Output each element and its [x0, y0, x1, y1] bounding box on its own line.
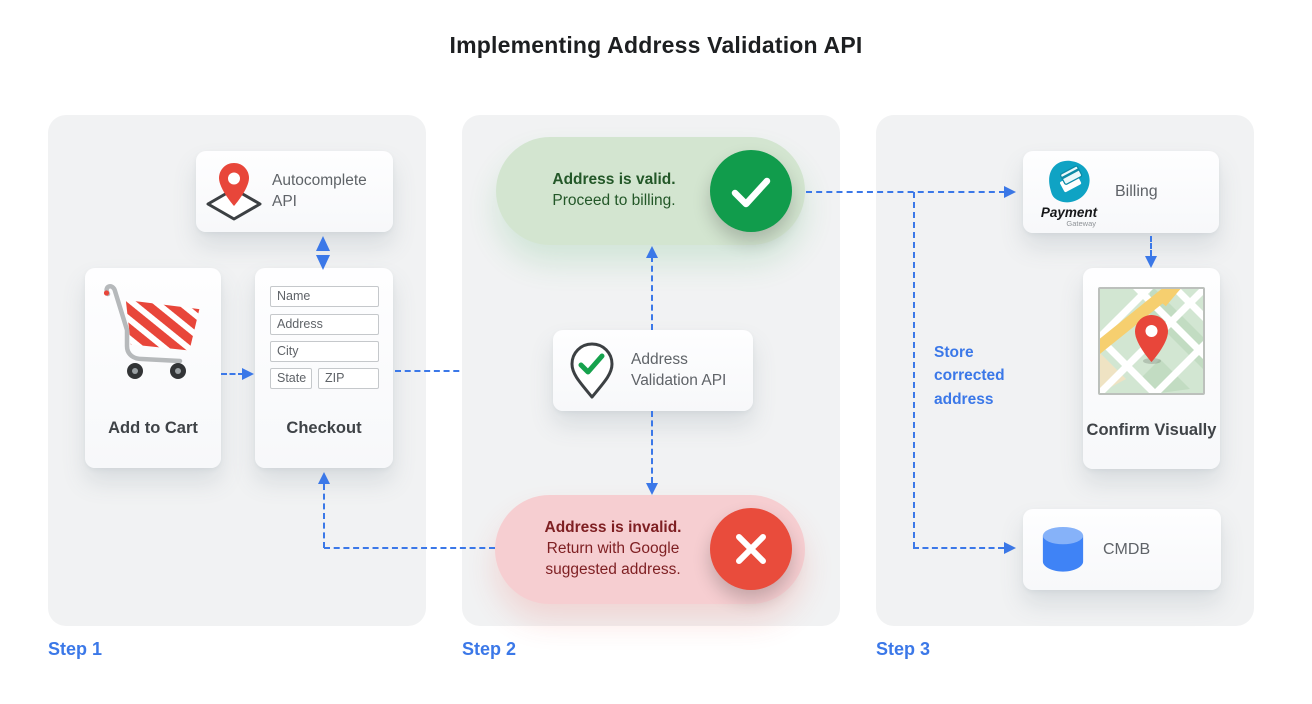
checkout-node: Name Address City State ZIP Checkout — [255, 268, 393, 468]
connector-valid-to-billing — [806, 191, 1005, 193]
arrowhead-right-icon — [1004, 542, 1016, 554]
confirm-visually-label: Confirm Visually — [1086, 421, 1217, 439]
map-thumbnail — [1098, 287, 1205, 395]
step3-label: Step 3 — [876, 639, 931, 659]
arrowhead-up-icon — [318, 472, 330, 484]
connector-invalid-return-h — [324, 547, 495, 549]
address-valid-subtitle: Proceed to billing. — [552, 192, 676, 209]
connector-validation-to-invalid — [651, 411, 653, 483]
address-invalid-text: Address is invalid. Return with Google s… — [513, 518, 713, 580]
connector-validation-to-valid — [651, 256, 653, 330]
arrowhead-up-icon — [646, 246, 658, 258]
arrowhead-down-icon — [646, 483, 658, 495]
address-invalid-title: Address is invalid. — [544, 519, 682, 537]
sync-arrows-icon — [316, 236, 330, 270]
checkout-label: Checkout — [286, 419, 362, 437]
step2-label: Step 2 — [462, 639, 517, 659]
connector-cart-to-checkout — [221, 373, 244, 375]
address-valid-title: Address is valid. — [552, 171, 676, 189]
validation-pin-icon — [553, 342, 631, 400]
cmdb-node: CMDB — [1023, 509, 1221, 590]
address-validation-api-label: Address Validation API — [631, 351, 727, 389]
autocomplete-pin-icon — [196, 162, 272, 222]
page-title: Implementing Address Validation API — [449, 32, 863, 58]
connector-billing-to-confirm — [1150, 236, 1152, 256]
address-valid-text: Address is valid. Proceed to billing. — [514, 170, 714, 212]
arrowhead-right-icon — [242, 368, 254, 380]
store-corrected-address-note: Store corrected address — [934, 344, 1005, 408]
connector-store-branch-h — [913, 547, 1004, 549]
address-valid-pill: Address is valid. Proceed to billing. — [496, 137, 805, 245]
autocomplete-api-label: Autocomplete API — [272, 172, 367, 210]
payment-gateway-logo: Payment Gateway — [1023, 156, 1115, 229]
confirm-visually-node: Confirm Visually — [1083, 268, 1220, 469]
invalid-x-icon — [710, 508, 792, 590]
city-field[interactable]: City — [270, 341, 379, 362]
address-invalid-subtitle: Return with Google suggested address. — [545, 540, 681, 578]
connector-store-branch-v — [913, 192, 915, 548]
shopping-cart-icon — [94, 282, 212, 387]
step1-label: Step 1 — [48, 639, 103, 659]
arrowhead-down-icon — [1145, 256, 1157, 268]
billing-node: Payment Gateway Billing — [1023, 151, 1219, 233]
name-field[interactable]: Name — [270, 286, 379, 307]
payment-gateway-logo-subtitle: Gateway — [1066, 219, 1096, 229]
valid-check-icon — [710, 150, 792, 232]
payment-gateway-logo-title: Payment — [1040, 204, 1098, 220]
add-to-cart-node: Add to Cart — [85, 268, 221, 468]
state-field[interactable]: State — [270, 368, 312, 389]
billing-label: Billing — [1115, 183, 1158, 201]
connector-invalid-return-v — [323, 484, 325, 548]
address-field[interactable]: Address — [270, 314, 379, 335]
autocomplete-api-node: Autocomplete API — [196, 151, 393, 232]
arrowhead-right-icon — [1004, 186, 1016, 198]
address-invalid-pill: Address is invalid. Return with Google s… — [495, 495, 805, 604]
zip-field[interactable]: ZIP — [318, 368, 379, 389]
add-to-cart-label: Add to Cart — [108, 419, 198, 437]
database-icon — [1023, 525, 1103, 575]
cmdb-label: CMDB — [1103, 540, 1151, 558]
address-validation-api-node: Address Validation API — [553, 330, 753, 411]
